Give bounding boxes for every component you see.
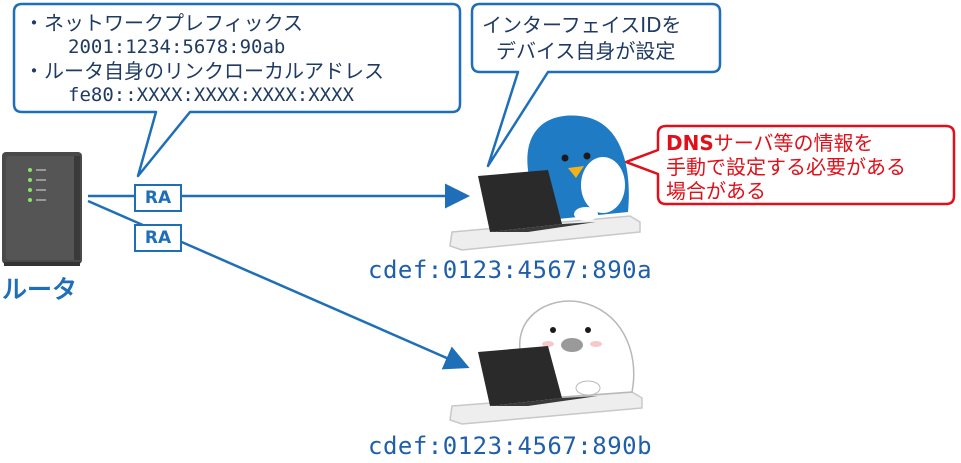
ra-label-lower: RA <box>134 224 182 252</box>
penguin-flipper <box>574 207 598 221</box>
seal-eye-left <box>550 327 556 333</box>
device-bubble-line-2: デバイス自身が設定 <box>496 39 676 63</box>
seal-user <box>449 300 643 425</box>
prefix-bubble-line-3: ・ルータ自身のリンクローカルアドレス <box>24 59 384 83</box>
penguin-user <box>449 115 641 251</box>
seal-laptop-base <box>490 396 598 406</box>
penguin-belly <box>581 157 625 213</box>
router-led-2 <box>28 178 32 182</box>
prefix-callout-bubble <box>12 2 462 178</box>
penguin-laptop-base <box>490 222 596 232</box>
router-label: ルータ <box>2 275 78 304</box>
seal-laptop-screen <box>478 346 562 406</box>
seal-muzzle <box>561 338 583 352</box>
dns-bubble-line-1: DNSサーバ等の情報を <box>666 132 874 154</box>
prefix-bubble-line-4: fe80::XXXX:XXXX:XXXX:XXXX <box>68 84 354 106</box>
router-led-3 <box>28 188 32 192</box>
penguin-laptop-screen <box>478 170 562 232</box>
dns-bubble-line-3: 場合がある <box>666 179 766 203</box>
prefix-bubble-line-2: 2001:1234:5678:90ab <box>68 36 286 58</box>
dns-bubble-line-2: 手動で設定する必要がある <box>666 155 906 179</box>
prefix-bubble-line-1: ・ネットワークプレフィックス <box>24 11 303 35</box>
seal-cheek-right <box>590 341 602 347</box>
penguin-eye-left <box>561 154 569 162</box>
seal-eye-right <box>585 327 591 333</box>
seal-cheek-left <box>542 341 554 347</box>
dns-callout-bubble <box>624 124 956 206</box>
device-callout-bubble <box>470 2 722 168</box>
dns-bubble-line-1-bold: DNS <box>666 131 714 155</box>
router-led-1 <box>28 168 32 172</box>
host-address-penguin: cdef:0123:4567:890a <box>368 256 653 284</box>
ra-label-upper: RA <box>134 184 182 212</box>
dns-bubble-line-1-rest: サーバ等の情報を <box>713 131 874 155</box>
penguin-eye-right <box>583 152 591 160</box>
seal-flipper <box>575 380 601 396</box>
host-address-seal: cdef:0123:4567:890b <box>368 432 653 460</box>
router-device <box>2 152 82 266</box>
penguin-beak <box>568 166 584 178</box>
device-bubble-line-1: インターフェイスIDを <box>482 13 682 37</box>
router-led-4 <box>28 198 32 202</box>
